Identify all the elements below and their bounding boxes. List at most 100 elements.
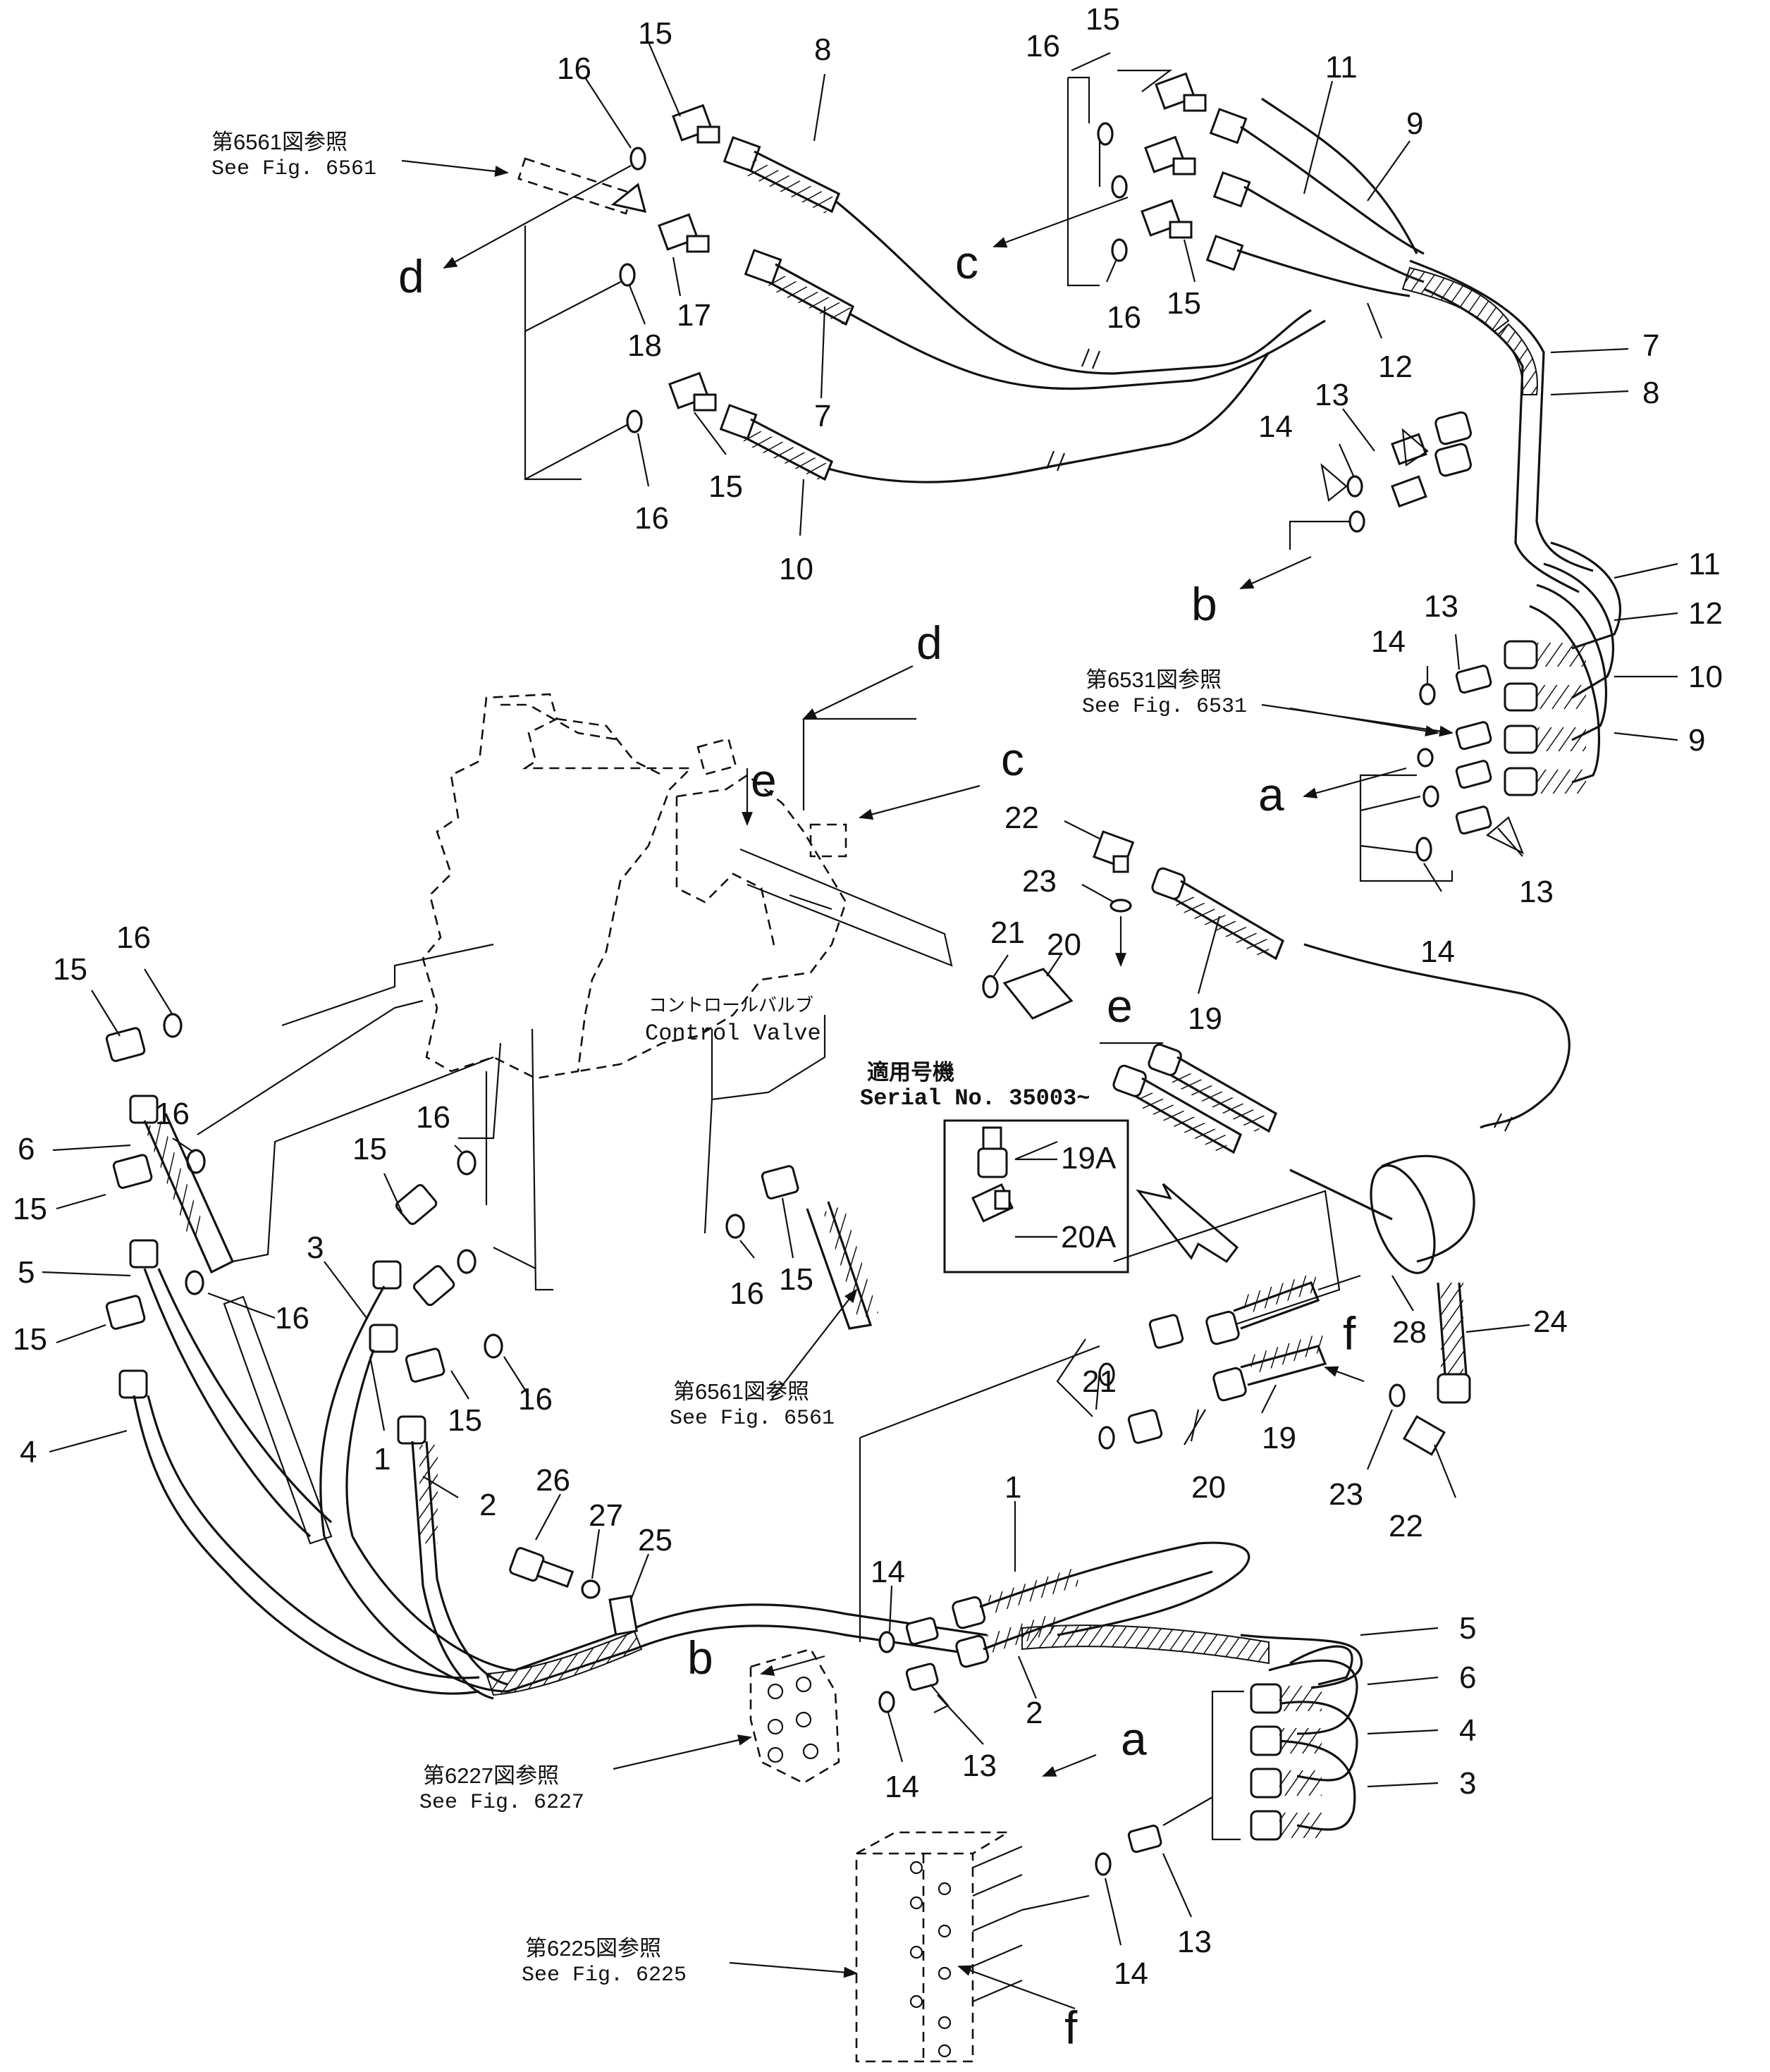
part-number-label: 4 xyxy=(20,1435,37,1469)
part-number-label: 15 xyxy=(352,1132,387,1166)
part-number-label: 19 xyxy=(1262,1421,1296,1455)
fig-6531-ref-jp: 第6531図参照 xyxy=(1086,667,1222,692)
part-number-label: 16 xyxy=(416,1100,450,1135)
serial-label-jp: 適用号機 xyxy=(867,1060,954,1085)
top-left-fitting-group xyxy=(443,104,1326,483)
part-number-label: 11 xyxy=(1688,547,1721,581)
top-right-fitting-group xyxy=(992,69,1622,796)
part-number-label: 22 xyxy=(1389,1509,1423,1543)
connection-letter: e xyxy=(1107,980,1133,1032)
part-number-label: 16 xyxy=(518,1382,553,1417)
part-number-label: 16 xyxy=(1026,29,1060,63)
part-number-label: 26 xyxy=(536,1463,570,1498)
connection-letter: d xyxy=(398,250,424,302)
fig-6225-ref-en: See Fig. 6225 xyxy=(522,1963,687,1987)
reference-notes: 第6561図参照 See Fig. 6561 第6531図参照 See Fig.… xyxy=(211,130,1247,1987)
part-number-label: 3 xyxy=(307,1231,324,1265)
part-number-label: 18 xyxy=(627,328,662,363)
serial-label-en: Serial No. 35003~ xyxy=(860,1085,1090,1111)
part-number-label: 15 xyxy=(1086,2,1120,37)
control-valve xyxy=(197,665,981,1291)
part-number-label: 25 xyxy=(638,1523,672,1558)
bottom-hose-group xyxy=(401,159,1454,2063)
part-number-label: 14 xyxy=(1420,935,1455,969)
part-number-label: 7 xyxy=(814,399,831,433)
part-number-labels: 15 8 16 17 18 7 15 16 10 15 16 11 9 16 1… xyxy=(13,2,1723,1991)
mid-fitting-group xyxy=(982,830,1571,1404)
part-number-label: 15 xyxy=(53,952,87,987)
part-number-label: 9 xyxy=(1406,106,1423,141)
connection-letter: c xyxy=(955,236,978,288)
connection-letter: a xyxy=(1258,768,1284,820)
part-number-label: 28 xyxy=(1392,1315,1427,1350)
part-number-label: 10 xyxy=(1688,660,1723,694)
fig-6561-mid-en: See Fig. 6561 xyxy=(670,1407,835,1431)
part-number-label: 4 xyxy=(1459,1713,1476,1748)
part-number-label: 12 xyxy=(1688,596,1723,631)
fig-6227-ref-jp: 第6227図参照 xyxy=(423,1763,559,1788)
connection-letter: b xyxy=(687,1632,713,1684)
part-number-label: 6 xyxy=(18,1132,35,1166)
part-number-label: 19 xyxy=(1188,1001,1222,1036)
part-number-label: 14 xyxy=(1114,1956,1148,1991)
part-number-label: 1 xyxy=(1004,1470,1021,1505)
connection-letter: a xyxy=(1121,1713,1147,1765)
part-number-label: 3 xyxy=(1459,1766,1476,1801)
part-number-label: 20A xyxy=(1061,1220,1117,1254)
control-valve-en: Control Valve xyxy=(645,1020,821,1047)
part-number-label: 15 xyxy=(638,16,672,51)
connection-letter-labels: d c b d c a e e f b a f xyxy=(398,236,1356,2054)
connection-letter: c xyxy=(1001,733,1024,785)
a-fitting-group xyxy=(1289,665,1525,882)
part-number-label: 1 xyxy=(374,1442,391,1476)
fig-6531-ref-en: See Fig. 6531 xyxy=(1082,695,1247,719)
control-valve-jp: コントロールバルブ xyxy=(649,994,813,1016)
part-number-label: 5 xyxy=(18,1255,35,1290)
part-number-label: 20 xyxy=(1191,1470,1226,1505)
part-number-label: 22 xyxy=(1004,801,1039,835)
part-number-label: 19A xyxy=(1061,1141,1117,1176)
fig-6561-mid-jp: 第6561図参照 xyxy=(673,1379,809,1404)
part-number-label: 9 xyxy=(1688,723,1705,758)
part-number-label: 14 xyxy=(871,1555,905,1589)
part-number-label: 16 xyxy=(634,501,669,536)
part-number-label: 13 xyxy=(1315,378,1349,412)
part-number-label: 24 xyxy=(1533,1305,1568,1339)
part-number-label: 27 xyxy=(589,1498,623,1533)
part-number-label: 16 xyxy=(730,1276,764,1311)
left-hose-group xyxy=(105,1013,1270,1700)
part-number-label: 11 xyxy=(1325,50,1358,85)
connection-letter: f xyxy=(1343,1307,1356,1359)
fig-6561-ref-jp: 第6561図参照 xyxy=(211,130,348,154)
part-number-label: 2 xyxy=(1026,1696,1043,1730)
fig-6225-ref-jp: 第6225図参照 xyxy=(525,1936,661,1961)
part-number-label: 15 xyxy=(13,1322,47,1357)
connection-letter: b xyxy=(1191,578,1217,630)
part-number-label: 15 xyxy=(448,1403,482,1438)
part-number-label: 23 xyxy=(1022,864,1057,899)
part-number-label: 8 xyxy=(814,32,831,67)
part-number-label: 16 xyxy=(1107,300,1141,335)
part-number-label: 15 xyxy=(779,1262,813,1297)
part-number-label: 14 xyxy=(1371,624,1406,659)
part-number-label: 2 xyxy=(479,1488,496,1522)
part-number-label: 12 xyxy=(1378,350,1413,384)
connection-letter: d xyxy=(916,617,942,669)
fig-6561-ref-en: See Fig. 6561 xyxy=(211,157,376,181)
part-number-label: 15 xyxy=(708,469,743,504)
part-number-label: 13 xyxy=(1177,1925,1212,1959)
part-number-label: 6 xyxy=(1459,1660,1476,1695)
part-number-label: 21 xyxy=(990,915,1025,950)
part-number-label: 17 xyxy=(677,298,711,333)
connection-letter: f xyxy=(1064,2002,1078,2054)
part-number-label: 16 xyxy=(275,1301,309,1336)
part-number-label: 16 xyxy=(155,1097,190,1131)
filter-fitting-group xyxy=(1056,1190,1446,1456)
part-number-label: 21 xyxy=(1082,1364,1117,1399)
leader-lines xyxy=(42,42,1678,1946)
part-number-label: 14 xyxy=(885,1770,919,1804)
b-fitting-group xyxy=(1239,411,1473,590)
part-number-label: 8 xyxy=(1642,376,1659,410)
